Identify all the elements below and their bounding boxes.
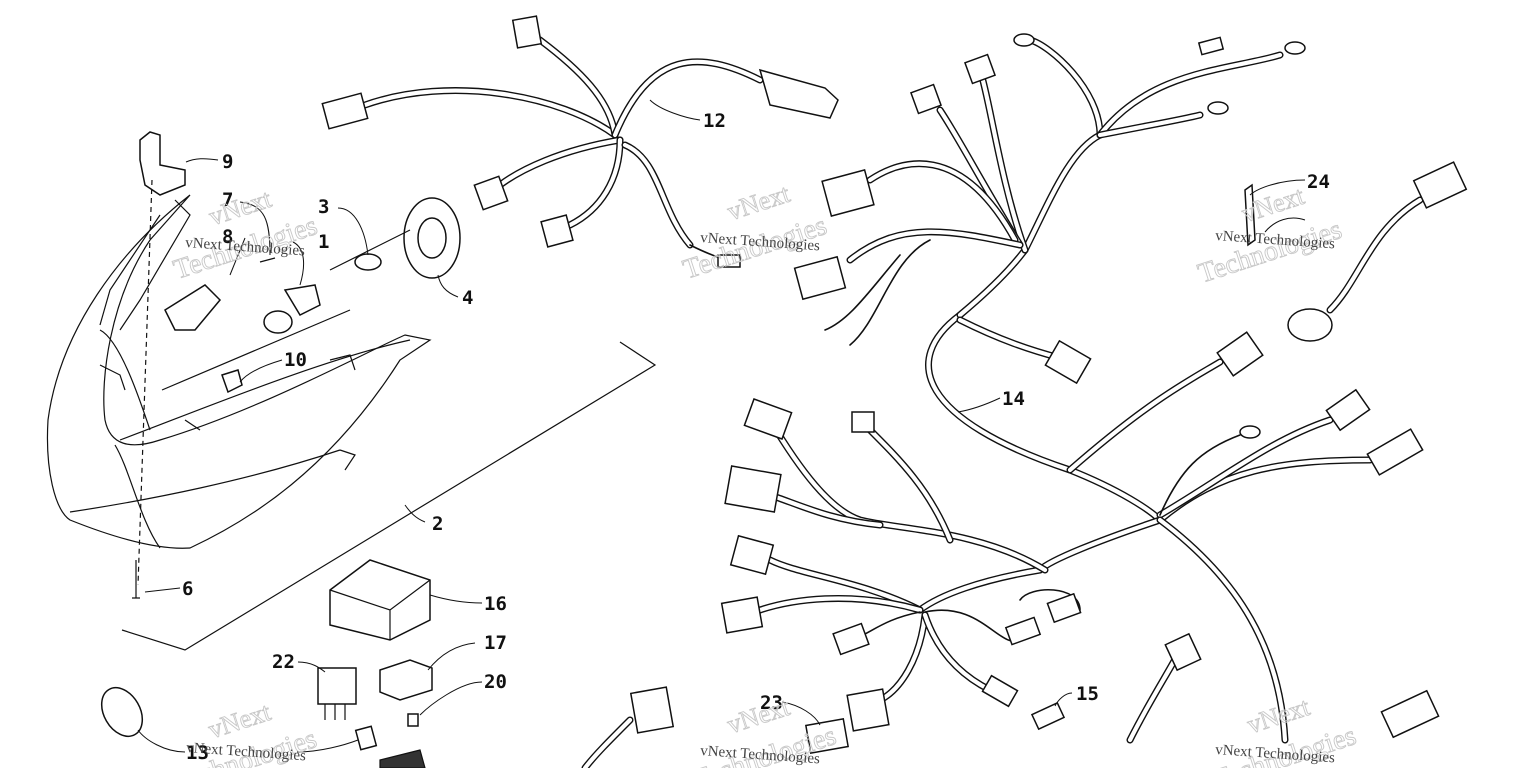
label-8: 10 (284, 349, 307, 371)
label-7: 9 (222, 151, 233, 173)
label-6: 8 (222, 226, 233, 248)
harness-23 (1244, 161, 1468, 342)
svg-text:vNext: vNext (205, 184, 275, 231)
part-labels: 9 7 8 1 3 4 10 12 14 2 6 16 17 20 22 13 … (182, 110, 1330, 764)
watermark-1: vNext Technologies (169, 183, 321, 286)
label-10: 13 (186, 742, 209, 764)
label-5-bottom: 6 (182, 578, 193, 600)
label-20: 23 (760, 692, 783, 714)
label-15: 17 (484, 632, 507, 654)
small-parts (100, 559, 850, 768)
label-9: 12 (703, 110, 726, 132)
svg-text:vNext: vNext (205, 697, 275, 744)
label-16: 20 (484, 671, 507, 693)
label-1: 2 (432, 513, 443, 535)
svg-text:vNext: vNext (724, 692, 794, 739)
label-17: 22 (272, 651, 295, 673)
harness-9 (321, 15, 839, 268)
svg-text:vNext: vNext (724, 179, 794, 226)
label-2: 1 (318, 231, 329, 253)
label-5-top: 7 (222, 189, 233, 211)
label-3: 3 (318, 196, 329, 218)
harness-12 (720, 33, 1440, 744)
label-13: 15 (1076, 683, 1099, 705)
label-12: 14 (1002, 388, 1025, 410)
label-4: 4 (462, 287, 473, 309)
leader-lines (137, 99, 1306, 753)
svg-text:Technologies: Technologies (1194, 214, 1345, 289)
headlight-assembly (46, 131, 657, 651)
label-22: 24 (1307, 171, 1330, 193)
label-14: 16 (484, 593, 507, 615)
